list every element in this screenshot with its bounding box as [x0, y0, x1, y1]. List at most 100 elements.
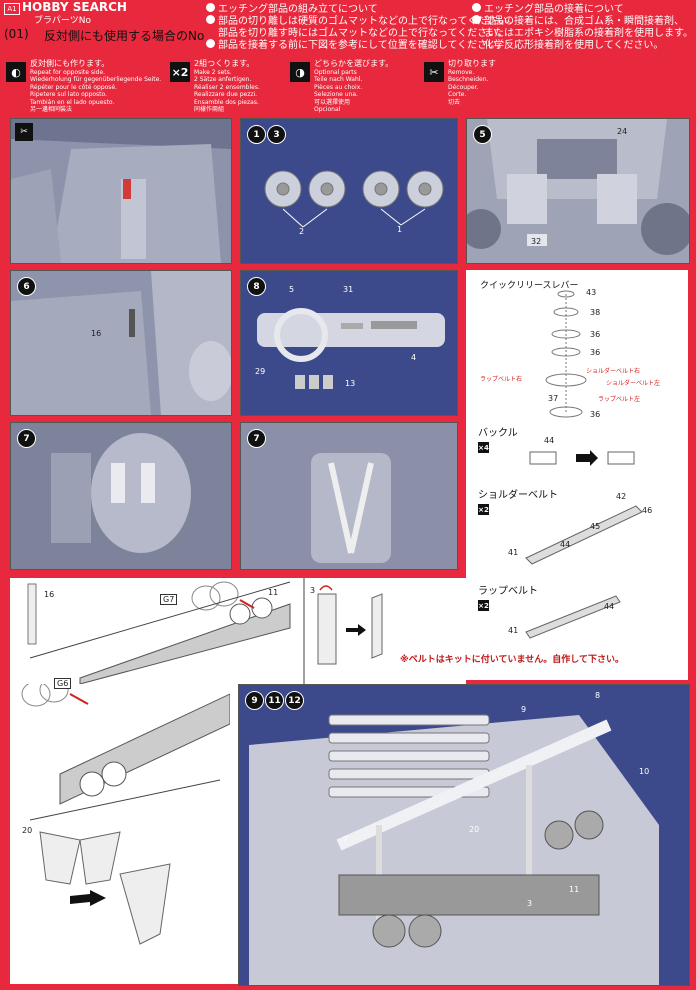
step-number: 6 [17, 277, 36, 296]
part-label: 44 [544, 436, 555, 445]
shoulder-belt-diagram [525, 505, 643, 565]
note-2-3: またはエポキシ樹脂系の接着剤を使用します。 [484, 28, 693, 39]
photo-panel-engine-bay: 5 24 32 [466, 118, 690, 264]
bullet-icon [472, 3, 481, 12]
red-belt-label: ラップベルト右 [480, 376, 523, 383]
legend-line: Tambián en el lado opuesto. [30, 98, 115, 106]
other-side-label: 反対側にも使用する場合のNo [44, 29, 205, 43]
etched-lower-diagram: G6 20 [10, 678, 230, 984]
photo-panel-side-sill: 6 16 [10, 270, 232, 416]
step-number: 7 [247, 429, 266, 448]
remove-icon: ✂ [424, 62, 444, 82]
mirror-icon: ◐ [6, 62, 26, 82]
quick-release-title: クイックリリースレバー [480, 281, 579, 291]
legend-line: 切去 [448, 98, 461, 106]
legend-line: Opcional [314, 106, 341, 113]
part-label: 10 [639, 767, 650, 776]
dashboard-photo [241, 271, 457, 415]
belt-warning: ※ベルトはキットに付いていません。自作して下さい。 [400, 655, 624, 665]
legend-line: Corte. [448, 91, 467, 98]
photo-panel-interior-floor: ✂ [10, 118, 232, 264]
part-label: 38 [590, 308, 601, 317]
times-four-icon: ×4 [478, 442, 489, 453]
part-label: 31 [343, 285, 354, 294]
part-label: 2 [299, 227, 305, 236]
buckle-title: バックル [478, 428, 518, 439]
legend-line: Remove. [448, 68, 475, 76]
part-no-hint: (01) [4, 27, 29, 41]
legend-choose: どちらかを選びます。 Optional parts Teile nach Wah… [314, 60, 393, 114]
watermark: HOBBY SEARCH [22, 0, 127, 14]
rear-wing-photo [239, 685, 689, 985]
note-1-2: 部品の切り離しは硬質のゴムマットなどの上で行なってください。 [218, 16, 518, 27]
part-label: 24 [617, 127, 628, 136]
note-2-2: 部品の接着には、合成ゴム系・瞬間接着剤、 [484, 16, 684, 27]
legend-line: Ensamble dos piezas. [194, 98, 259, 106]
part-label: 16 [91, 329, 102, 338]
step-number: 9 [245, 691, 264, 710]
note-1-3: 部品を切り離す時にはゴムマットなどの上で行なってください。 [218, 28, 508, 39]
note-2-4: 化学反応形接着剤を使用してください。 [484, 40, 664, 51]
times-two-icon: ×2 [478, 600, 489, 611]
legend-line: Réaliser 2 ensembles. [194, 83, 260, 91]
buckle-diagram [529, 450, 635, 466]
legend-line: 2 Sätze anfertigen. [194, 76, 252, 83]
part-label: 46 [642, 506, 653, 515]
part-no-label: ブラパーツNo [34, 16, 91, 26]
part-label: 32 [531, 237, 542, 246]
legend-line: Optional parts [314, 68, 357, 76]
part-label: 42 [616, 492, 627, 501]
etched-grille-diagram: 16 G7 11 [10, 578, 302, 684]
note-2-1: エッチング部品の接着について [484, 4, 624, 15]
red-belt-label: ショルダーベルト左 [606, 380, 661, 387]
note-1-4: 部品を接着する前に下図を参考にして位置を確認してください。 [218, 40, 508, 51]
legend-line: Teile nach Wahl. [314, 76, 363, 83]
engine-bay-photo [467, 119, 689, 263]
part-label: 5 [289, 285, 295, 294]
part-label: 11 [268, 588, 279, 597]
step-number: 5 [473, 125, 492, 144]
warning-area: ※ベルトはキットに付いていません。自作して下さい。 [400, 650, 688, 672]
legend-remove-ja: 切り取ります [448, 59, 496, 68]
bullet-icon [472, 15, 481, 24]
part-label: 20 [22, 826, 33, 835]
shoulder-belt-title: ショルダーベルト [478, 490, 558, 501]
note-1-1: エッチング部品の組み立てについて [218, 4, 378, 15]
legend-line: Selezione una. [314, 91, 358, 98]
legend-choose-ja: どちらかを選びます。 [314, 59, 394, 68]
legend-line: Ripetere sul lato opposto. [30, 91, 108, 98]
part-label: 13 [345, 379, 356, 388]
part-label: 41 [508, 548, 519, 557]
part-label: 3 [527, 899, 533, 908]
legend-line: Repeat for opposite side. [30, 68, 106, 76]
interior-floor-photo [11, 119, 231, 263]
bullet-icon [206, 15, 215, 24]
part-label: 8 [595, 691, 601, 700]
header-code-box: A1 [4, 3, 20, 15]
part-label: 16 [44, 590, 55, 599]
red-belt-label: ラップベルト左 [598, 396, 641, 403]
part-label: 36 [590, 348, 601, 357]
seat-belt-panel: クイックリリースレバー 43 38 36 36 37 36 ショルダーベルト右 … [466, 270, 688, 680]
step-number: 1 [247, 125, 266, 144]
part-label: 3 [310, 586, 316, 595]
step-number: 12 [285, 691, 304, 710]
photo-panel-rear-wing: 9 11 12 8 9 10 20 7 3 11 [238, 684, 690, 986]
seat-belts-photo [11, 423, 231, 569]
part-label: 37 [548, 394, 559, 403]
step-number: 11 [265, 691, 284, 710]
legend-line: Make 2 sets. [194, 68, 232, 76]
grille-diagram [27, 581, 291, 684]
part-label: 36 [590, 330, 601, 339]
part-label: 1 [397, 225, 403, 234]
legend-line: 另一邊相同裝法 [30, 106, 73, 113]
part-label: 45 [590, 522, 601, 531]
part-label: 44 [560, 540, 571, 549]
legend-line: 同樣作兩組 [194, 106, 225, 113]
step-number: 7 [17, 429, 36, 448]
panel-gap [230, 684, 238, 984]
legend-remove: 切り取ります Remove. Beschneiden. Découper. Co… [448, 60, 496, 106]
legend-line: Répéter pour le côté opposé. [30, 83, 118, 91]
bullet-icon [206, 3, 215, 12]
photo-panel-dashboard: 8 5 31 29 4 13 [240, 270, 458, 416]
